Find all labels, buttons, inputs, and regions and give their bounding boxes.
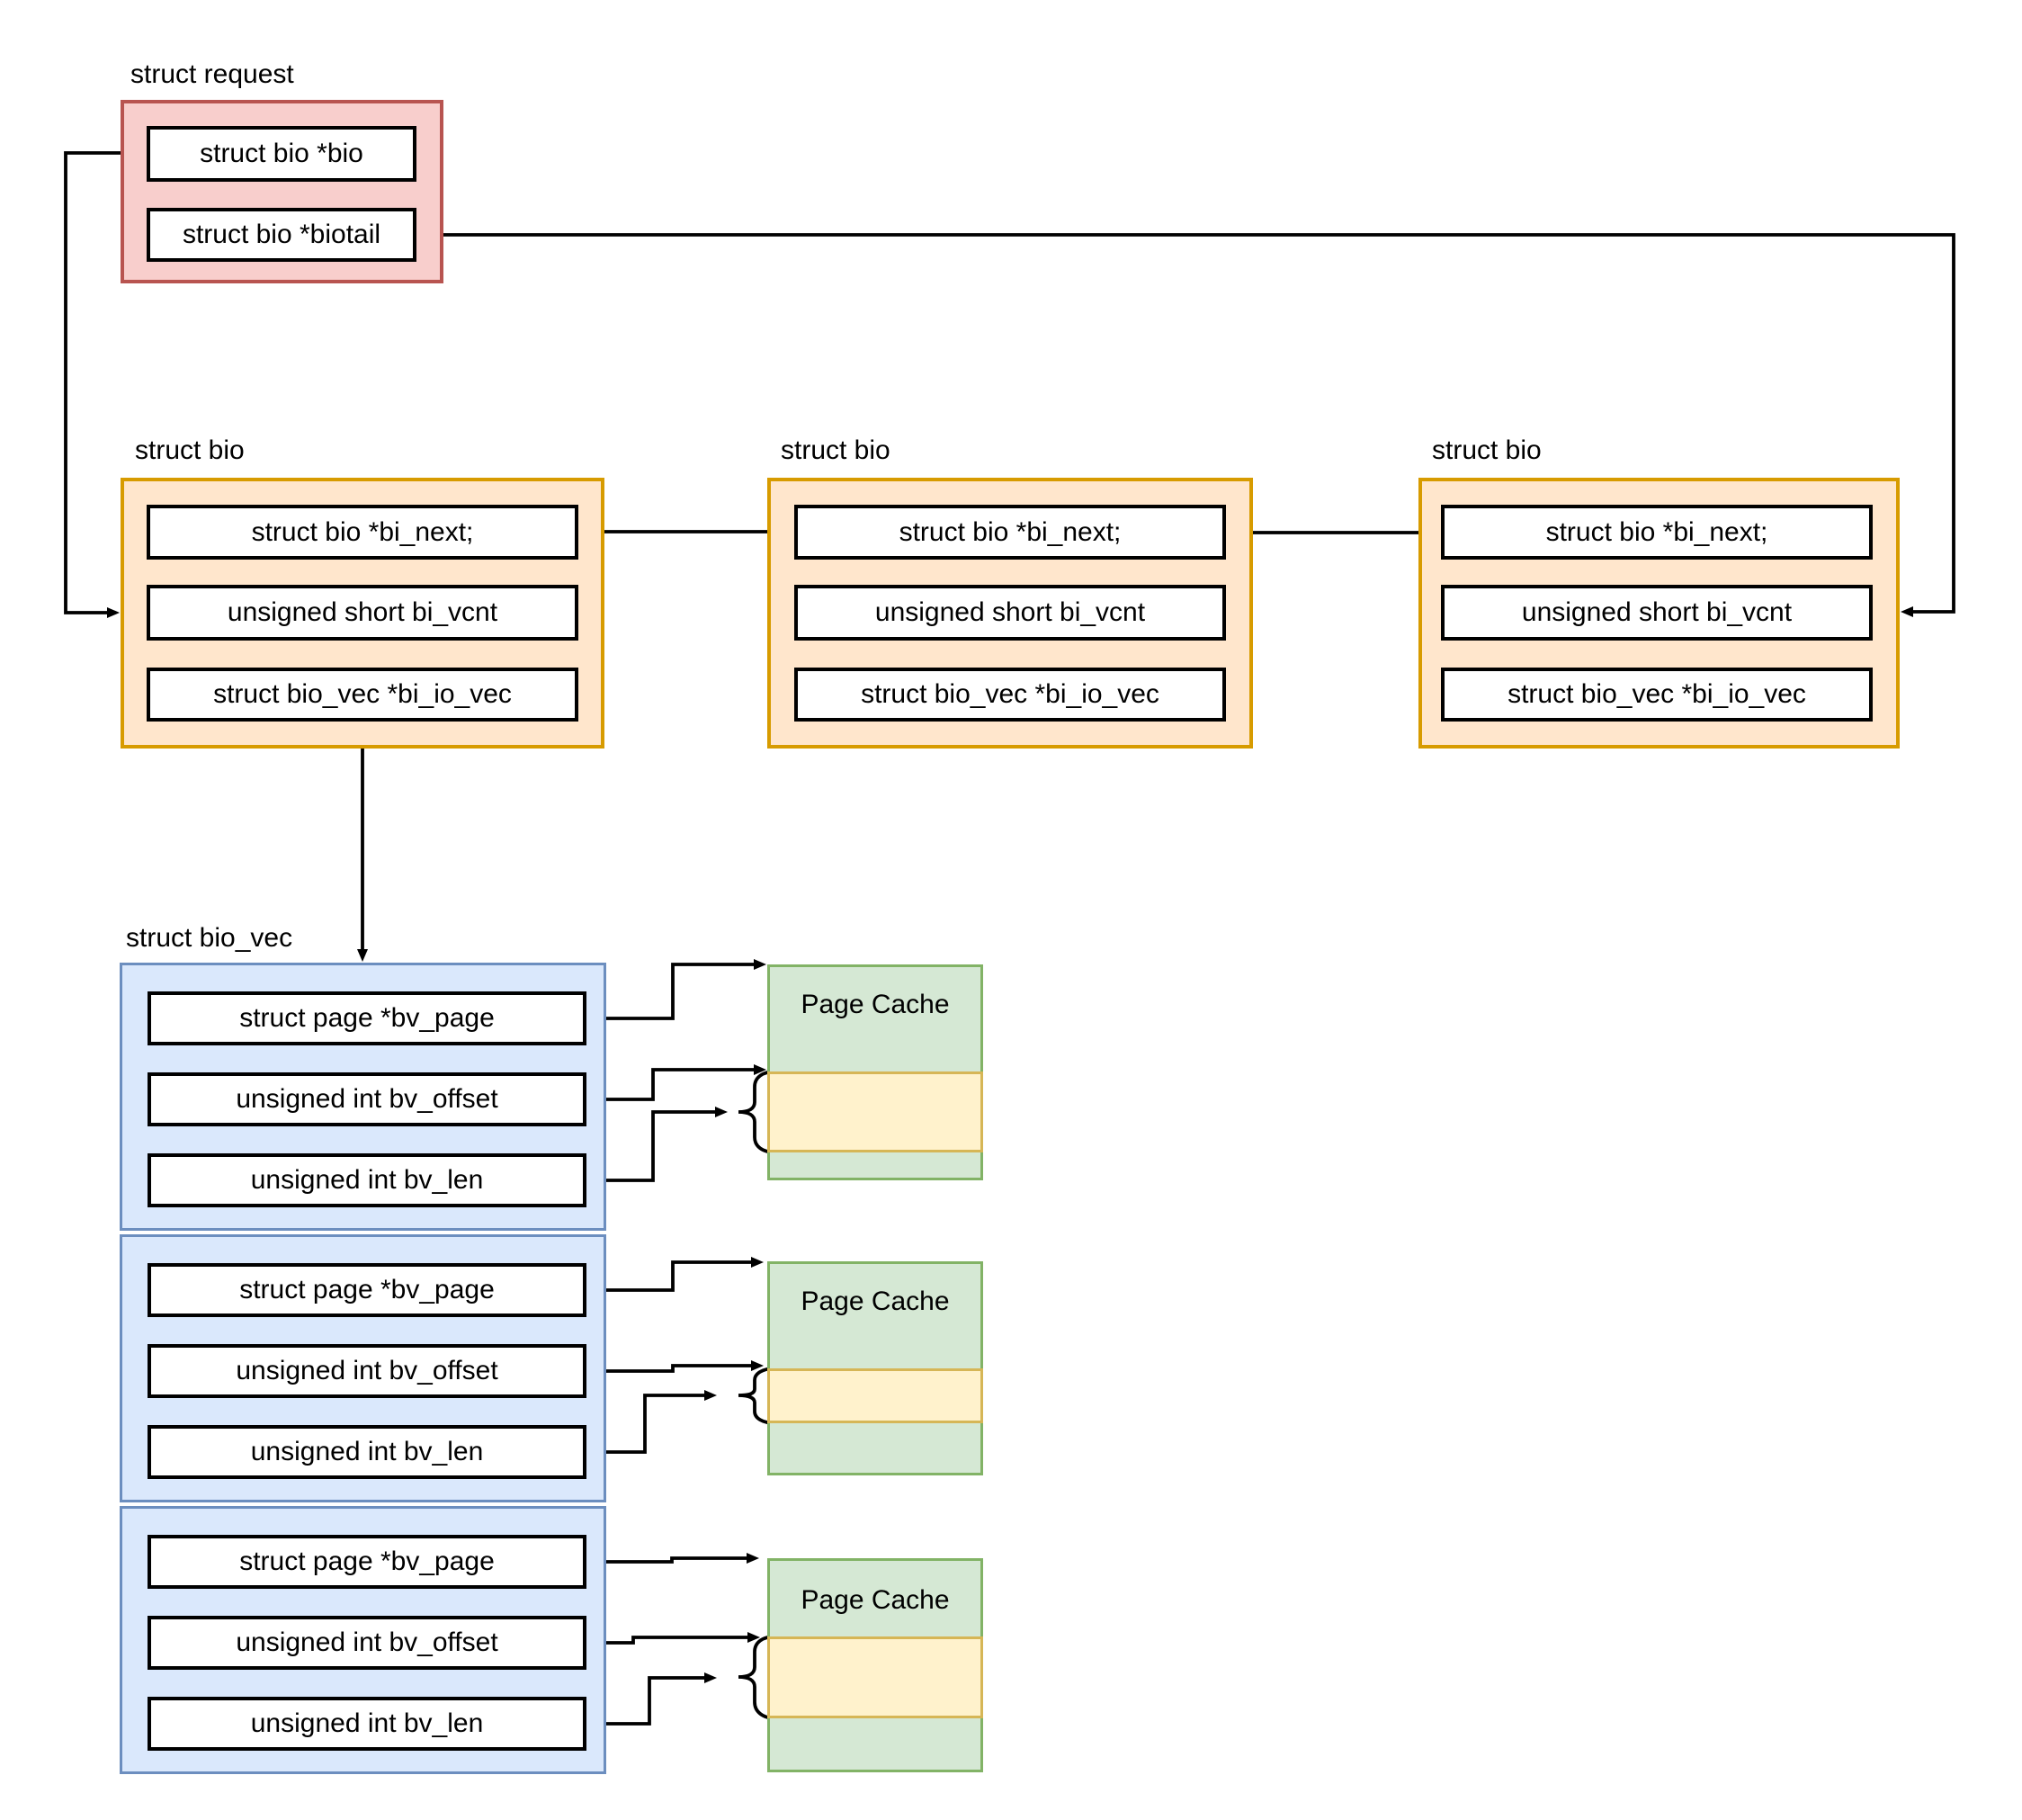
- arrow-bv-page-2: [586, 1257, 764, 1292]
- field-bi-next-1: struct bio *bi_next;: [147, 505, 578, 560]
- struct-bio-vec-title: struct bio_vec: [126, 923, 293, 953]
- struct-bio-title-3: struct bio: [1432, 435, 1542, 465]
- arrow-bv-len-1: [586, 1107, 728, 1182]
- struct-bio-title-2: struct bio: [781, 435, 890, 465]
- struct-bio-title-1: struct bio: [135, 435, 245, 465]
- arrow-bv-offset-3: [586, 1632, 760, 1645]
- field-bv-len-1: unsigned int bv_len: [148, 1153, 586, 1207]
- brace-extent-3: [738, 1635, 777, 1720]
- field-bio-pointer: struct bio *bio: [147, 126, 416, 182]
- brace-extent-2: [738, 1367, 777, 1425]
- field-bi-io-vec-1: struct bio_vec *bi_io_vec: [147, 668, 578, 722]
- arrow-bv-offset-2: [586, 1360, 764, 1373]
- arrow-bv-len-2: [586, 1390, 717, 1454]
- field-bv-offset-1: unsigned int bv_offset: [148, 1072, 586, 1126]
- field-bv-len-3: unsigned int bv_len: [148, 1697, 586, 1751]
- page-cache-extent-2: [767, 1368, 983, 1423]
- brace-extent-1: [738, 1070, 777, 1154]
- field-bi-next-3: struct bio *bi_next;: [1441, 505, 1873, 560]
- page-cache-extent-3: [767, 1636, 983, 1718]
- page-cache-label-2: Page Cache: [801, 1287, 950, 1316]
- page-cache-label-3: Page Cache: [801, 1585, 950, 1615]
- field-bv-len-2: unsigned int bv_len: [148, 1425, 586, 1479]
- field-bi-vcnt-3: unsigned short bi_vcnt: [1441, 585, 1873, 641]
- field-bv-offset-2: unsigned int bv_offset: [148, 1344, 586, 1398]
- field-biotail-pointer: struct bio *biotail: [147, 208, 416, 262]
- field-bi-next-2: struct bio *bi_next;: [794, 505, 1226, 560]
- field-bi-io-vec-3: struct bio_vec *bi_io_vec: [1441, 668, 1873, 722]
- arrow-bv-page-1: [586, 959, 766, 1020]
- arrow-bv-len-3: [586, 1672, 717, 1726]
- field-bv-offset-3: unsigned int bv_offset: [148, 1616, 586, 1670]
- page-cache-label-1: Page Cache: [801, 990, 950, 1019]
- field-bv-page-1: struct page *bv_page: [148, 991, 586, 1045]
- field-bi-vcnt-2: unsigned short bi_vcnt: [794, 585, 1226, 641]
- field-bi-vcnt-1: unsigned short bi_vcnt: [147, 585, 578, 641]
- struct-request-title: struct request: [130, 59, 294, 89]
- field-bv-page-3: struct page *bv_page: [148, 1535, 586, 1589]
- arrow-bv-page-3: [586, 1553, 759, 1564]
- page-cache-extent-1: [767, 1071, 983, 1152]
- arrow-bio-pointer: [64, 151, 147, 618]
- arrow-bv-offset-1: [586, 1064, 766, 1101]
- field-bi-io-vec-2: struct bio_vec *bi_io_vec: [794, 668, 1226, 722]
- field-bv-page-2: struct page *bv_page: [148, 1263, 586, 1317]
- arrow-biotail-pointer: [416, 233, 1955, 617]
